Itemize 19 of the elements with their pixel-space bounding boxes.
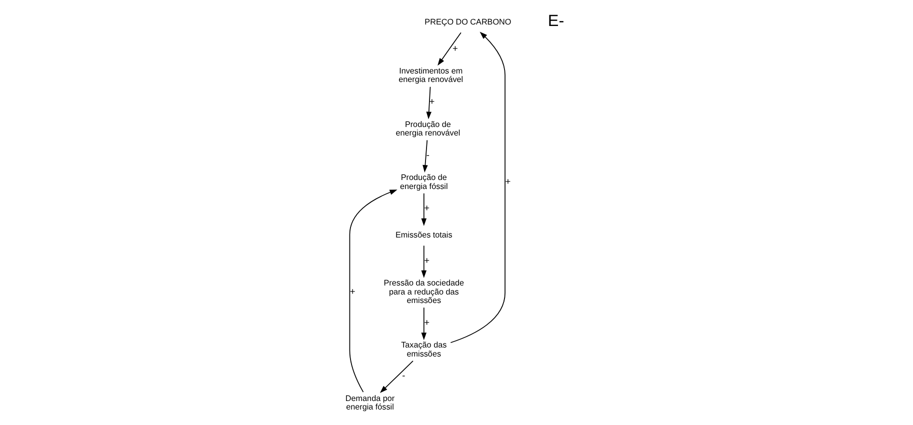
edge-label: - bbox=[426, 150, 430, 160]
arrow bbox=[380, 360, 414, 393]
arrow bbox=[421, 245, 427, 278]
edge-label: + bbox=[350, 286, 356, 296]
arrow bbox=[349, 190, 398, 392]
arrow bbox=[422, 140, 428, 173]
arrow bbox=[450, 32, 506, 344]
edge-label: + bbox=[424, 255, 430, 266]
edge-label: + bbox=[505, 176, 511, 187]
edge-label: + bbox=[452, 43, 458, 54]
edge-label: - bbox=[402, 370, 406, 381]
edge-label: + bbox=[429, 96, 435, 107]
edge-label: + bbox=[424, 203, 430, 214]
edge-label: + bbox=[424, 317, 430, 328]
arrow bbox=[438, 32, 462, 66]
arrow bbox=[421, 307, 427, 340]
arrow bbox=[421, 192, 427, 226]
arrow bbox=[426, 86, 432, 120]
label: E- bbox=[548, 12, 564, 30]
